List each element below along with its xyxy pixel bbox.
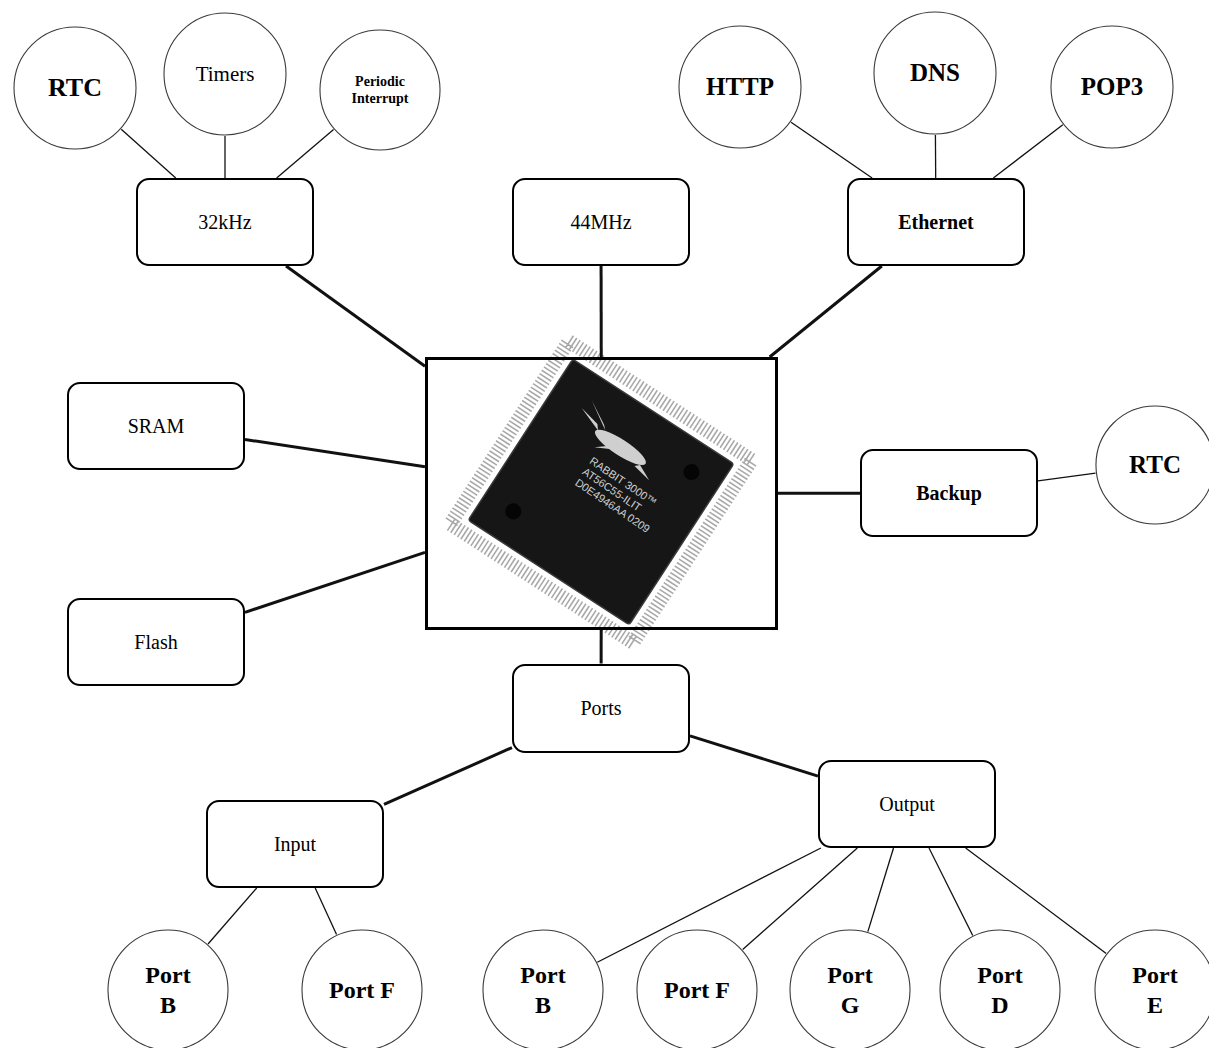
connector-line: [778, 492, 860, 495]
node-label: Port B: [510, 960, 576, 1020]
node-label: POP3: [1081, 71, 1144, 102]
port-circle: Port F: [636, 929, 758, 1048]
connector-line: [600, 266, 603, 357]
clock-function-circle: RTC: [1095, 405, 1209, 525]
node-label: Periodic Interrupt: [335, 73, 425, 108]
connector-line: [245, 439, 425, 466]
connector-line: [1038, 473, 1096, 481]
node-label: Port B: [135, 960, 201, 1020]
chip-dimple: [680, 461, 702, 483]
connector-line: [993, 125, 1062, 178]
circle-outline: [1094, 929, 1209, 1048]
direction-box: Input: [206, 800, 384, 888]
node-label: RTC: [48, 72, 102, 105]
chip-body: [468, 359, 734, 625]
ports-box: Ports: [512, 664, 690, 753]
connector-line: [384, 748, 512, 805]
node-label: Port G: [817, 960, 883, 1020]
port-circle: Port F: [301, 929, 423, 1048]
node-label: Port F: [664, 975, 730, 1005]
backup-box: Backup: [860, 449, 1038, 537]
processor-box: RABBIT 3000™ AT56C55-ILIT D0E4946AA 0209: [425, 357, 778, 630]
clock-function-circle: RTC: [13, 26, 137, 150]
node-label: HTTP: [706, 71, 774, 102]
direction-box: Output: [818, 760, 996, 848]
node-label: Flash: [134, 630, 177, 655]
clock-function-circle: Periodic Interrupt: [319, 29, 441, 151]
connector-line: [600, 630, 603, 664]
node-label: Output: [879, 792, 935, 817]
node-label: Timers: [196, 61, 255, 87]
chip-dimple: [502, 500, 524, 522]
clock-box: 32kHz: [136, 178, 314, 266]
node-label: SRAM: [128, 414, 185, 439]
connector-line: [929, 848, 973, 935]
connector-line: [277, 130, 334, 178]
node-label: Input: [274, 832, 316, 857]
connector-line: [770, 266, 882, 357]
protocol-circle: DNS: [873, 11, 997, 135]
port-circle: Port B: [107, 929, 229, 1048]
memory-box: Flash: [67, 598, 245, 686]
memory-box: SRAM: [67, 382, 245, 470]
connector-line: [791, 122, 872, 178]
protocol-circle: HTTP: [678, 25, 802, 149]
port-circle: Port D: [939, 929, 1061, 1048]
circle-outline: [939, 929, 1061, 1048]
node-label: Ethernet: [898, 210, 974, 235]
interface-box: Ethernet: [847, 178, 1025, 266]
node-label: Port E: [1122, 960, 1188, 1020]
node-label: Port D: [967, 960, 1033, 1020]
node-label: RTC: [1129, 449, 1181, 480]
protocol-circle: POP3: [1050, 25, 1174, 149]
circle-outline: [482, 929, 604, 1048]
chip-marking: RABBIT 3000™ AT56C55-ILIT D0E4946AA 0209: [572, 455, 674, 541]
connector-line: [224, 136, 225, 178]
connector-line: [245, 552, 425, 612]
connector-line: [690, 736, 818, 776]
connector-line: [868, 848, 894, 932]
node-label: 44MHz: [570, 210, 631, 235]
connector-line: [208, 888, 257, 944]
node-label: Backup: [916, 481, 982, 506]
node-label: 32kHz: [198, 210, 251, 235]
port-circle: Port E: [1094, 929, 1209, 1048]
circle-outline: [107, 929, 229, 1048]
port-circle: Port B: [482, 929, 604, 1048]
circle-outline: [789, 929, 911, 1048]
circle-outline: [319, 29, 441, 151]
chip-pins: [450, 341, 752, 643]
port-circle: Port G: [789, 929, 911, 1048]
connector-line: [315, 888, 336, 935]
clock-function-circle: Timers: [163, 12, 287, 136]
node-label: Ports: [580, 696, 621, 721]
connector-line: [121, 129, 176, 178]
connector-line: [286, 266, 425, 366]
node-label: Port F: [329, 975, 395, 1005]
clock-box: 44MHz: [512, 178, 690, 266]
node-label: DNS: [910, 57, 960, 88]
connector-line: [935, 135, 937, 178]
